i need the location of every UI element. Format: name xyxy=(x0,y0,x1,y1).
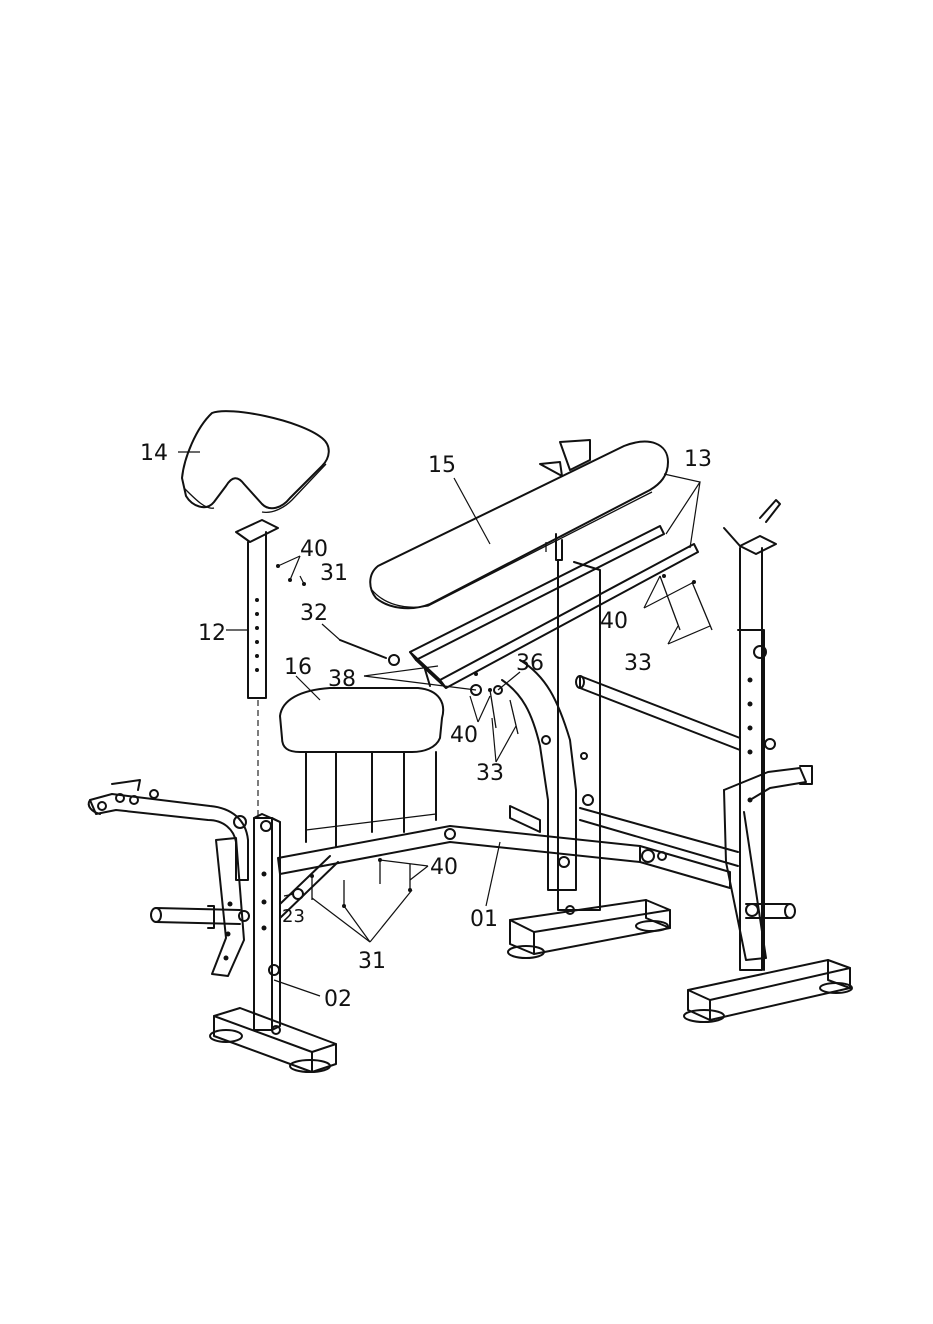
callout-01: 01 xyxy=(470,907,498,932)
callout-16: 16 xyxy=(284,655,312,680)
bench-pad-part-15 xyxy=(370,442,668,609)
callout-33-right: 33 xyxy=(624,651,652,676)
callout-40-right: 40 xyxy=(600,609,628,634)
callout-38: 38 xyxy=(328,667,356,692)
center-floor-base xyxy=(508,900,670,958)
callout-14: 14 xyxy=(140,441,168,466)
callout-40-top: 40 xyxy=(300,537,328,562)
callout-36: 36 xyxy=(516,651,544,676)
callout-02: 02 xyxy=(324,987,352,1012)
callout-40-center: 40 xyxy=(450,723,478,748)
right-floor-base xyxy=(684,960,852,1022)
callout-15: 15 xyxy=(428,453,456,478)
seat-part-16 xyxy=(280,688,443,846)
callout-32: 32 xyxy=(300,601,328,626)
preacher-post-part-12 xyxy=(236,520,278,818)
callout-12: 12 xyxy=(198,621,226,646)
callout-23: 23 xyxy=(282,906,305,927)
leg-extension-arm xyxy=(89,780,249,976)
preacher-pad-part-14 xyxy=(182,411,329,512)
main-frame-part-01 xyxy=(278,806,738,888)
right-upright xyxy=(576,500,812,970)
callout-33-center: 33 xyxy=(476,761,504,786)
callout-40-bottom: 40 xyxy=(430,855,458,880)
callout-31-top: 31 xyxy=(320,561,348,586)
callout-31-bottom: 31 xyxy=(358,949,386,974)
callout-13: 13 xyxy=(684,447,712,472)
